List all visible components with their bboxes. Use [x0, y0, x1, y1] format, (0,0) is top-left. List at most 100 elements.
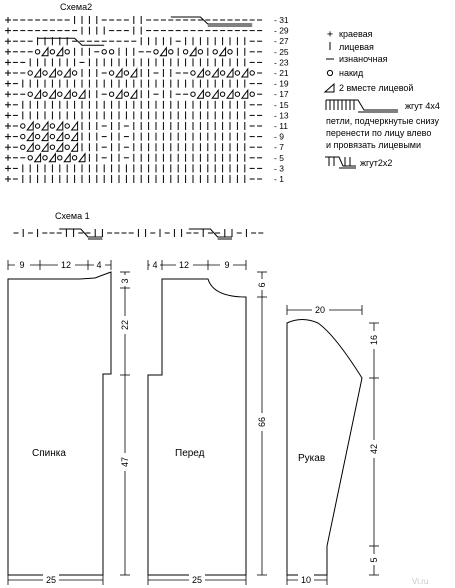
yarn-over-mark — [27, 91, 33, 97]
chart2-row-label: - 21 — [274, 68, 289, 78]
yarn-over-mark — [20, 123, 26, 129]
k2tog-mark — [115, 67, 123, 78]
k2tog-mark — [63, 67, 71, 78]
yarn-over-mark — [57, 91, 63, 97]
sleeve-outline — [286, 319, 363, 576]
chart2-grid — [5, 16, 263, 183]
chart2-row-label: - 17 — [274, 89, 289, 99]
yarn-over-icon — [326, 69, 334, 77]
watermark: Vi.ru — [412, 577, 428, 586]
yarn-over-mark — [49, 144, 56, 150]
yarn-over-mark — [64, 123, 70, 129]
yarn-over-mark — [219, 70, 226, 76]
yarn-over-mark — [234, 91, 241, 97]
k2tog-mark — [33, 152, 42, 163]
yarn-over-mark — [71, 155, 78, 161]
legend-cable4x4-line3: и провязать лицевыми — [326, 140, 421, 150]
yarn-over-mark — [64, 144, 70, 150]
yarn-over-mark — [234, 70, 241, 76]
legend-knit: лицевая — [339, 42, 374, 52]
k2tog-mark — [226, 67, 234, 78]
yarn-over-mark — [64, 133, 70, 140]
k2tog-mark — [196, 67, 204, 78]
yarn-over-mark — [108, 91, 115, 97]
yarn-over-mark — [205, 70, 211, 76]
back-right-dim-2: 22 — [120, 320, 130, 330]
k2tog-mark — [70, 120, 79, 131]
k2tog-mark — [26, 131, 34, 142]
yarn-over-mark — [249, 91, 255, 97]
yarn-over-mark — [71, 91, 78, 97]
yarn-over-mark — [153, 49, 159, 55]
front-right-dim-1: 6 — [257, 282, 267, 287]
yarn-over-mark — [108, 49, 115, 55]
front-label: Перед — [175, 448, 205, 459]
k2tog-mark — [55, 46, 64, 57]
yarn-over-mark — [49, 133, 56, 140]
yarn-over-mark — [49, 123, 56, 129]
legend-edge: краевая — [339, 29, 373, 39]
chart2-row-label: - 15 — [274, 100, 289, 110]
k2tog-mark — [26, 141, 34, 152]
legend-cable4x4-line2: перенести по лицу влево — [326, 128, 431, 138]
sleeve-right-dim-3: 5 — [369, 557, 379, 562]
back-right-dim-1: 3 — [120, 278, 130, 283]
sleeve-top-dim: 20 — [315, 305, 325, 315]
yarn-over-mark — [27, 70, 33, 76]
yarn-over-mark — [205, 91, 211, 97]
cable-mark — [37, 37, 105, 46]
chart1-row — [13, 228, 264, 240]
k2tog-mark — [78, 88, 86, 99]
chart2-row-label: - 19 — [274, 79, 289, 89]
k2tog-mark — [41, 141, 49, 152]
yarn-over-mark — [227, 49, 233, 55]
k2tog-mark — [218, 46, 227, 57]
k2tog-mark — [211, 88, 219, 99]
yarn-over-mark — [108, 70, 115, 76]
k2tog-mark — [33, 88, 42, 99]
k2tog-icon — [323, 82, 335, 93]
back-outline — [7, 271, 112, 576]
yarn-over-mark — [71, 70, 78, 76]
chart2-row-label: - 27 — [274, 36, 289, 46]
front-top-dim-3: 9 — [224, 260, 229, 270]
k2tog-mark — [115, 88, 123, 99]
legend-cable4x4-title: жгут 4х4 — [405, 101, 440, 111]
yarn-over-mark — [27, 155, 33, 161]
yarn-over-mark — [42, 91, 48, 97]
sleeve-right-dim-1: 16 — [369, 335, 379, 345]
k2tog-mark — [211, 67, 219, 78]
chart2-row-label: - 13 — [274, 110, 289, 120]
yarn-over-mark — [101, 49, 107, 55]
chart2-row-label: - 11 — [274, 121, 288, 131]
chart2-row-label: - 1 — [274, 174, 284, 184]
yarn-over-mark — [20, 133, 26, 140]
cable-2x2-icon — [325, 156, 356, 169]
yarn-over-mark — [57, 70, 63, 76]
chart2-row-label: - 3 — [274, 163, 284, 173]
front-bottom-dim: 25 — [192, 575, 202, 585]
front-top-dim-2: 12 — [179, 260, 189, 270]
cable-mark — [188, 228, 232, 238]
chart2-row-labels: - 31- 29- 27- 25- 23- 21- 19- 17- 15- 13… — [274, 15, 289, 184]
yarn-over-mark — [64, 49, 70, 55]
k2tog-mark — [240, 67, 249, 78]
yarn-over-mark — [212, 49, 218, 55]
k2tog-mark — [159, 46, 167, 57]
yarn-over-mark — [190, 70, 196, 76]
k2tog-mark — [48, 88, 56, 99]
yarn-over-mark — [219, 91, 226, 97]
k2tog-mark — [48, 152, 56, 163]
chart2-row-label: - 29 — [274, 26, 289, 36]
front-outline — [147, 278, 247, 576]
legend-cable4x4-line1: петли, подчеркнутые снизу — [326, 116, 439, 126]
chart2-row-label: - 23 — [274, 57, 289, 67]
k2tog-mark — [70, 141, 79, 152]
cable-mark — [59, 228, 103, 238]
yarn-over-mark — [42, 155, 48, 161]
yarn-over-mark — [123, 91, 130, 97]
yarn-over-mark — [57, 155, 63, 161]
sleeve-label: Рукав — [298, 453, 325, 464]
legend-purl: изнаночная — [339, 54, 388, 64]
